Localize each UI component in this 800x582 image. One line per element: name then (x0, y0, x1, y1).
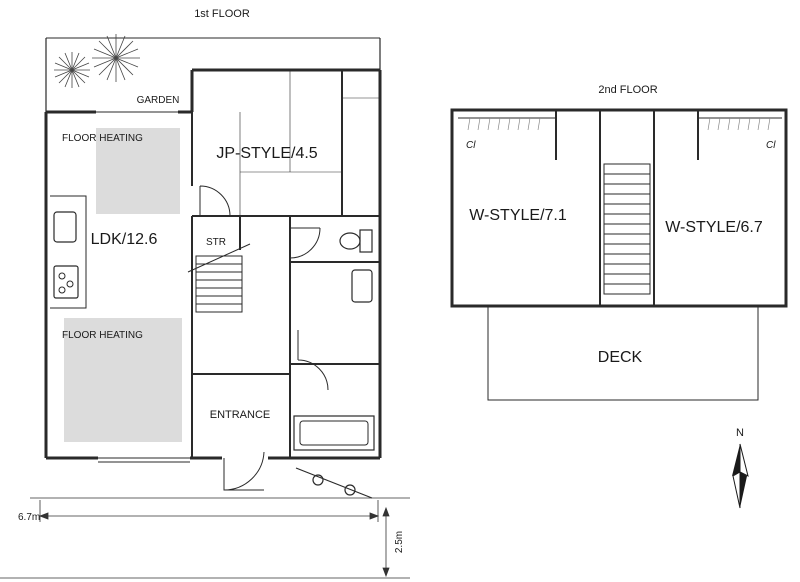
stove-icon (53, 265, 79, 299)
stairs-1f (187, 243, 251, 313)
door-swings (199, 185, 329, 491)
entrance-label: ENTRANCE (210, 409, 271, 421)
str-label: STR (206, 237, 226, 248)
floor-heating-label-1: FLOOR HEATING (62, 133, 143, 144)
bicycle-icon (295, 467, 373, 499)
floor-heating-panel-2 (64, 318, 182, 442)
bathtub-icon (293, 415, 375, 451)
garden-plant-icon (54, 34, 140, 88)
floor-heating-label-2: FLOOR HEATING (62, 330, 143, 341)
floor2-title: 2nd FLOOR (598, 84, 657, 96)
floor1-walls (44, 68, 382, 463)
floor1-title: 1st FLOOR (194, 8, 250, 20)
w-style-right-label: W-STYLE/6.7 (665, 219, 763, 236)
compass-label: N (736, 427, 744, 439)
washbasin-icon (351, 269, 373, 303)
closet-hangers-left (467, 117, 541, 131)
garden-label: GARDEN (137, 95, 180, 106)
dimension-lines (0, 497, 410, 579)
ldk-room-label: LDK/12.6 (91, 231, 158, 248)
floor-heating-panel-1 (96, 128, 180, 214)
toilet-icon (339, 229, 373, 253)
closet-hangers-right (707, 117, 771, 131)
dimension-depth-label: 2.5m (394, 531, 405, 553)
w-style-left-label: W-STYLE/7.1 (469, 207, 567, 224)
stairs-2f (603, 163, 651, 295)
garden-outline (45, 38, 381, 112)
dimension-width-label: 6.7m (18, 512, 40, 523)
deck-outline (487, 305, 759, 401)
north-arrow-icon (732, 443, 749, 509)
closet-label-left: Cl (466, 140, 476, 151)
sink-icon (53, 211, 77, 243)
deck-label: DECK (598, 349, 643, 366)
jp-style-room-label: JP-STYLE/4.5 (216, 145, 317, 162)
closet-label-right: Cl (766, 140, 776, 151)
